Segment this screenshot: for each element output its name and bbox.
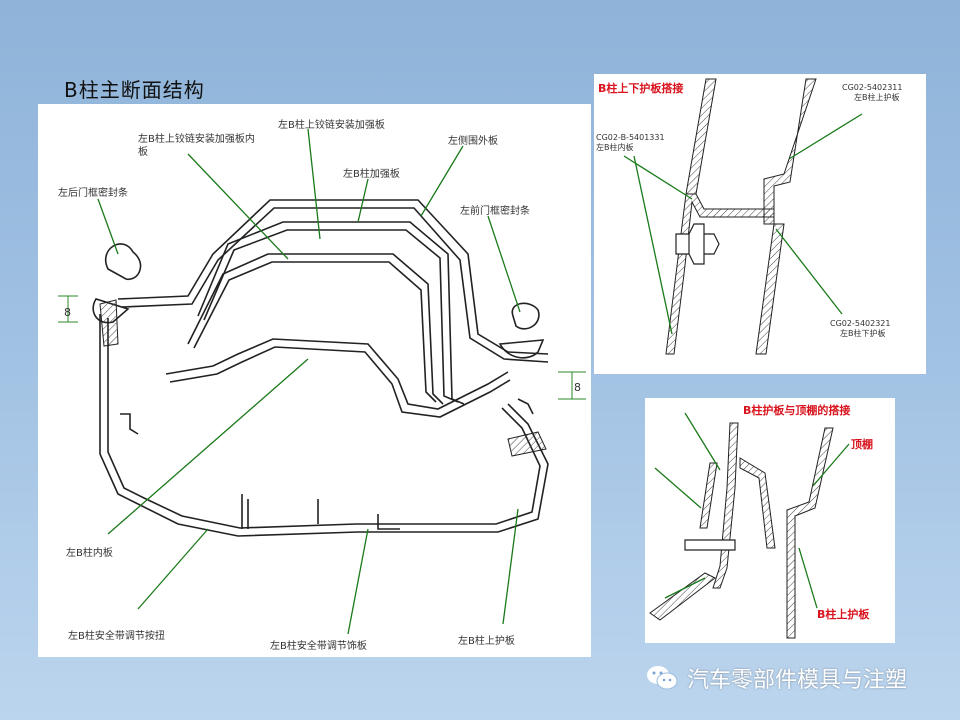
- hatch-region: [507, 431, 547, 457]
- tr-svg: B柱上下护板搭接 CG02-5402311 左B柱上护板 CG02-B-5401…: [596, 78, 902, 355]
- label-front-seal: 左前门框密封条: [460, 204, 530, 217]
- label-belt-knob: 左B柱安全带调节按扭: [68, 629, 165, 642]
- tr-heading: B柱上下护板搭接: [598, 81, 683, 95]
- tr-p3-name: 左B柱下护板: [840, 328, 886, 338]
- tr-p1-name: 左B柱上护板: [854, 92, 900, 102]
- br-clip: [684, 539, 736, 551]
- main-section-drawing: 8 8 左B柱上铰链安装加强板内 板 左B柱上铰链安装加强板 左侧围外板 左B柱…: [38, 104, 591, 657]
- tr-p2-code: CG02-B-5401331: [596, 133, 665, 142]
- br-upper-trim-label: B柱上护板: [817, 607, 870, 621]
- tr-p1-code: CG02-5402311: [842, 83, 902, 92]
- tr-strip-lower-trim: [755, 223, 785, 355]
- label-b-inner: 左B柱内板: [66, 546, 113, 559]
- label-b-reinf: 左B柱加强板: [343, 167, 400, 180]
- label-rear-seal: 左后门框密封条: [58, 186, 128, 199]
- watermark: 汽车零部件模具与注塑: [645, 660, 907, 696]
- label-reinf-hinge: 左B柱上铰链安装加强板: [278, 118, 385, 131]
- wechat-icon: [647, 666, 678, 690]
- br-strip-trim: [739, 457, 776, 549]
- hatch-region: [99, 299, 119, 347]
- label-reinf-hinge-inner: 左B柱上铰链安装加强板内: [138, 132, 255, 145]
- tr-leaders: [623, 113, 863, 335]
- leader-lines: [97, 128, 521, 635]
- tr-p3-code: CG02-5402321: [830, 319, 890, 328]
- slide-title: B柱主断面结构: [64, 78, 205, 102]
- br-svg: B柱护板与顶棚的搭接 顶棚 B柱上护板: [649, 403, 873, 639]
- br-strip-inner: [699, 462, 718, 529]
- br-strip-pillar: [712, 422, 739, 589]
- upper-lower-trim-overlap-drawing: B柱上下护板搭接 CG02-5402311 左B柱上护板 CG02-B-5401…: [594, 74, 926, 374]
- br-lower-strip: [649, 572, 716, 621]
- tr-strip-inner: [685, 78, 717, 195]
- tr-p2-name: 左B柱内板: [596, 142, 634, 152]
- dim-right-label: 8: [574, 381, 581, 394]
- br-heading: B柱护板与顶棚的搭接: [743, 403, 850, 417]
- tr-clip-head: [688, 223, 705, 265]
- dimension-left: [58, 295, 78, 323]
- br-leaders: [654, 412, 850, 609]
- tr-strip-inner-lower: [665, 193, 775, 355]
- trim-headliner-overlap-drawing: B柱护板与顶棚的搭接 顶棚 B柱上护板: [645, 398, 895, 643]
- dim-left-label: 8: [64, 306, 71, 319]
- label-reinf-hinge-inner-2: 板: [138, 145, 148, 158]
- label-belt-trim: 左B柱安全带调节饰板: [270, 639, 367, 652]
- section-outlines: [92, 199, 549, 537]
- main-section-svg: 8 8 左B柱上铰链安装加强板内 板 左B柱上铰链安装加强板 左侧围外板 左B柱…: [58, 118, 586, 652]
- watermark-text: 汽车零部件模具与注塑: [687, 668, 908, 693]
- br-headliner-label: 顶棚: [851, 437, 873, 451]
- tr-strip-upper-trim: [763, 78, 817, 225]
- label-side-outer: 左侧围外板: [448, 134, 498, 147]
- label-b-upper-trim: 左B柱上护板: [458, 634, 515, 647]
- br-strip-headliner: [786, 427, 834, 639]
- dimension-right: [558, 371, 586, 400]
